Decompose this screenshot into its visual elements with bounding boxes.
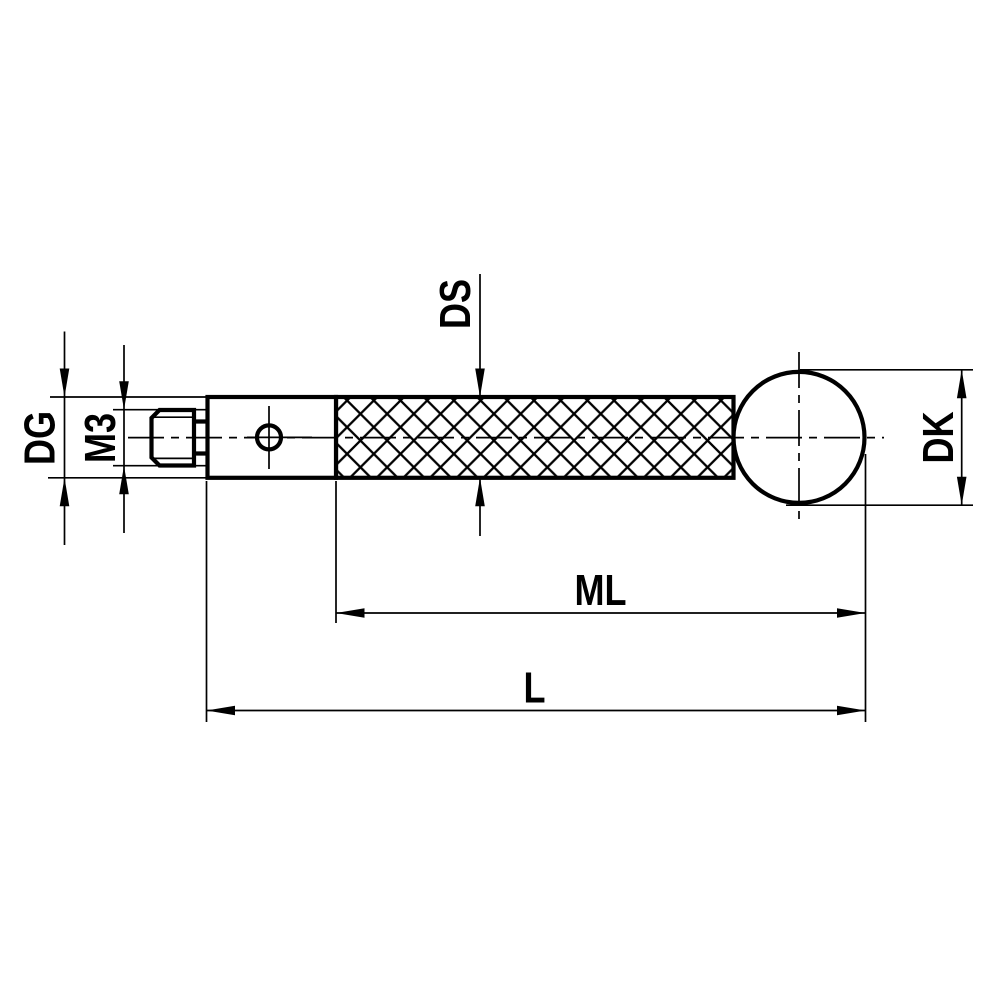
ml-arrow-right	[837, 608, 866, 618]
l-arrow-right	[837, 705, 866, 716]
ml-arrow-left	[336, 608, 365, 618]
dk-arrow-bottom	[956, 476, 967, 506]
m3-extension-lines	[113, 408, 208, 467]
dimension-dg: DG	[15, 331, 208, 545]
ds-arrow-top	[475, 368, 485, 397]
m3-arrow-bottom	[119, 465, 129, 495]
dimension-ml: ML	[335, 454, 867, 722]
dim-label-ds: DS	[430, 279, 479, 329]
dim-label-dg: DG	[15, 411, 64, 465]
dim-label-dk: DK	[913, 411, 962, 463]
stud-neck	[194, 419, 208, 456]
ds-arrow-bottom	[475, 477, 485, 507]
dimension-ds: DS	[430, 274, 485, 536]
holder-cross-hole	[247, 406, 312, 469]
dimension-dk: DK	[786, 368, 973, 507]
l-arrow-left	[206, 705, 235, 716]
dim-label-l: L	[523, 663, 545, 712]
dg-extension-lines	[48, 396, 208, 479]
dg-arrow-bottom	[59, 477, 70, 507]
dg-arrow-top	[59, 368, 70, 397]
dimension-m3: M3	[75, 345, 208, 533]
m3-arrow-top	[119, 381, 129, 410]
dim-label-m3: M3	[75, 413, 124, 463]
dk-extension-lines	[786, 368, 973, 507]
ml-extension-lines	[335, 454, 867, 722]
dk-arrow-top	[956, 369, 967, 399]
dim-label-ml: ML	[574, 565, 626, 614]
hole-crosshair	[247, 406, 312, 469]
dimension-l: L	[205, 481, 866, 722]
thread-root-lines	[153, 416, 194, 460]
